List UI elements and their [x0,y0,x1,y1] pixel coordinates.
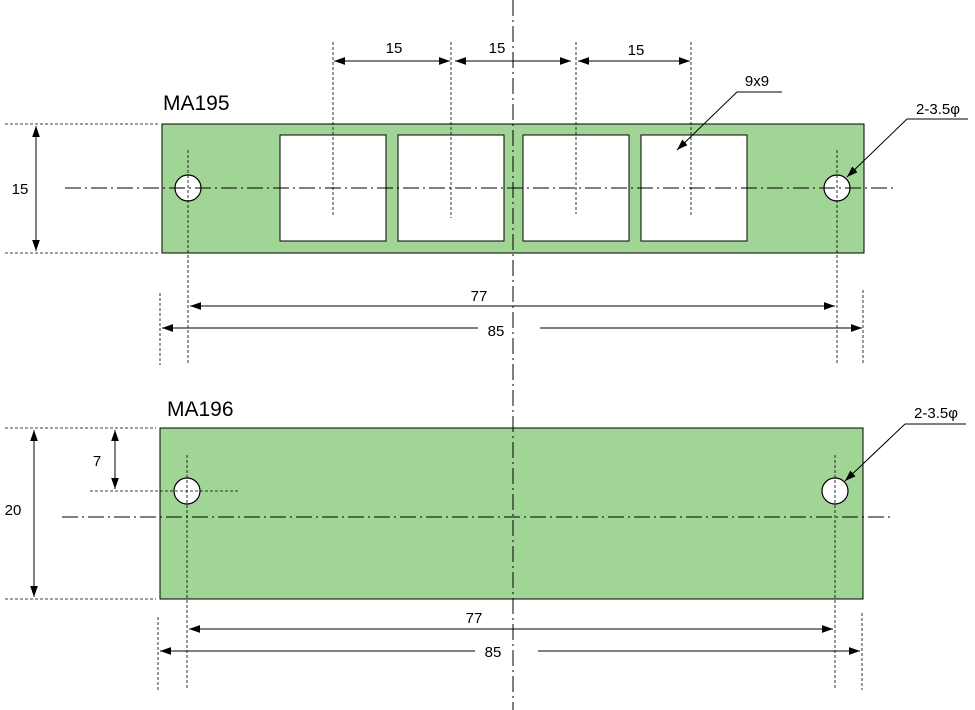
part-ma196: MA196 7 2-3.5φ 20 [5,398,966,690]
pitch-extension-lines [332,42,692,218]
hole-offset-dimension: 7 [90,430,240,492]
length-dimensions: 77 85 [157,455,863,690]
hole-size-label: 2-3.5φ [916,101,960,118]
hole-offset-label: 7 [93,453,101,470]
pitch-label: 15 [628,42,645,59]
hole-pitch-label: 77 [471,288,488,305]
pitch-label: 15 [489,40,506,57]
window-size-label: 9x9 [745,73,769,90]
pitch-label: 15 [386,40,403,57]
leader-line [844,423,906,482]
part-title: MA196 [167,398,234,421]
part-title: MA195 [163,92,230,115]
window-size-callout: 9x9 [676,73,782,151]
ma196-plate [159,427,864,600]
hole-callout: 2-3.5φ [844,405,966,482]
part-ma195: MA195 15 15 15 [5,40,968,365]
pitch-dimensions: 15 15 15 [334,40,690,65]
leader-line [676,91,738,151]
leader-line [846,118,908,178]
overall-length-label: 85 [488,323,505,340]
overall-length-label: 85 [485,644,502,661]
hole-callout: 2-3.5φ [846,101,968,178]
height-dimension: 20 [5,427,156,600]
height-dimension: 15 [5,123,158,254]
height-label: 20 [5,502,22,519]
hole-size-label: 2-3.5φ [914,405,958,422]
hole-pitch-label: 77 [466,610,483,627]
height-label: 15 [12,181,29,198]
